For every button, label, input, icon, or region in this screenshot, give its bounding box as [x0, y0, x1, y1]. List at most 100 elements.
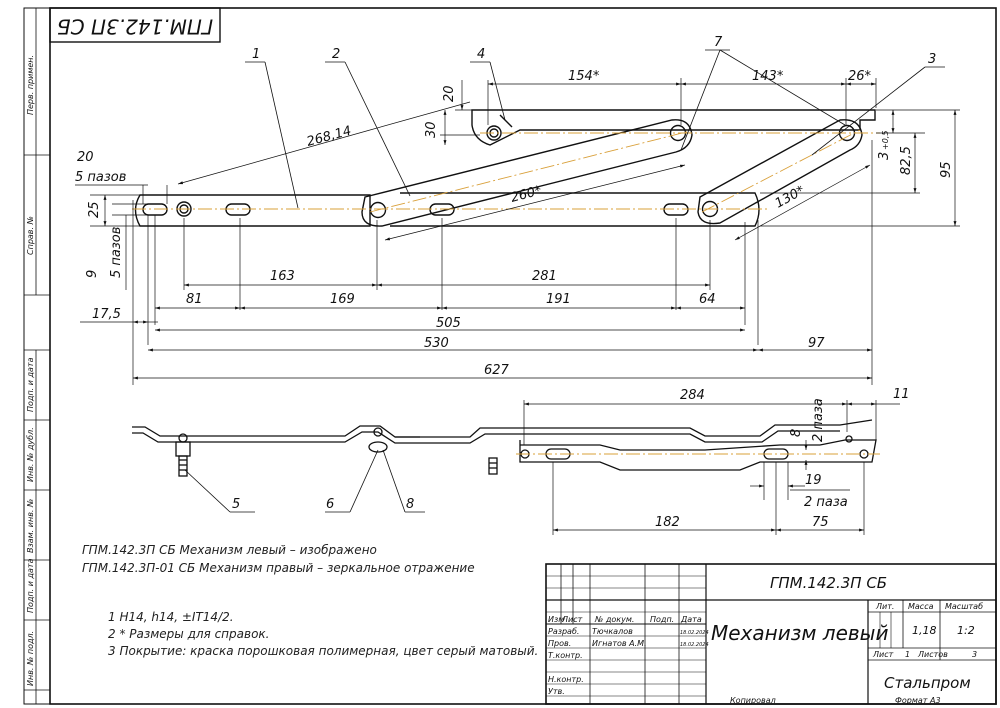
callout-6: 6 — [326, 497, 334, 512]
rotated-stamp: ГПМ.142.3П СБ — [49, 7, 221, 43]
callout-8: 8 — [406, 497, 414, 512]
dim-2-paza-top: 2 паза — [811, 398, 826, 442]
side-view-plate — [519, 439, 877, 471]
dim-505: 505 — [436, 316, 461, 331]
tb-lit: Лит. — [875, 602, 894, 611]
dimension-texts-side: 284 11 8 2 паза 19 2 паза 182 75 — [655, 387, 910, 530]
side-label-perv: Перв. примен. — [26, 55, 35, 115]
slot — [142, 203, 168, 216]
tb-list-label: Лист — [872, 650, 894, 659]
side-label-dubl: Инв. № дубл. — [26, 427, 35, 482]
dim-30: 30 — [424, 121, 439, 138]
title-block-texts: ГПМ.142.3П СБ Механизм левый Стальпром И… — [548, 574, 983, 705]
title-designation: ГПМ.142.3П СБ — [770, 574, 887, 592]
tb-date-1: 18.02.2024 — [680, 630, 709, 636]
dim-627: 627 — [484, 363, 510, 378]
tech-req-2: 2 * Размеры для справок. — [108, 627, 269, 641]
dim-163: 163 — [270, 269, 295, 284]
tb-razrab-name: Тючкалов — [592, 627, 633, 636]
dim-26: 26* — [848, 69, 872, 84]
callout-3: 3 — [928, 52, 936, 67]
dim-8: 8 — [789, 429, 804, 437]
tb-list-value: 1 — [905, 650, 910, 659]
tb-r-razrab: Разраб. — [548, 627, 579, 636]
dim-19: 19 — [805, 473, 822, 488]
dim-5-pazov-top: 5 пазов — [75, 170, 126, 185]
dim-20-left: 20 — [77, 150, 94, 165]
dim-81: 81 — [186, 292, 203, 307]
side-label-podp1: Подп. и дата — [26, 357, 35, 412]
tb-listov-value: 3 — [972, 650, 977, 659]
tb-r-tkontr: Т.контр. — [548, 651, 583, 660]
dim-268: 268,14 — [305, 124, 353, 150]
callout-4: 4 — [477, 47, 485, 62]
side-label-sprav: Справ. № — [26, 216, 35, 255]
slot — [225, 203, 251, 216]
tb-h-list: Лист — [561, 615, 583, 624]
center-lines — [132, 129, 880, 213]
dim-3: 3 — [877, 152, 892, 160]
side-label-vzam: Взам. инв. № — [26, 499, 35, 553]
dim-143: 143* — [752, 69, 784, 84]
tb-massa: Масса — [908, 602, 934, 611]
dim-130: 130* — [773, 183, 808, 212]
dim-154: 154* — [568, 69, 600, 84]
dim-75: 75 — [812, 515, 829, 530]
dim-64: 64 — [699, 292, 716, 307]
dim-191: 191 — [546, 292, 571, 307]
leaders — [184, 49, 945, 513]
tb-kopiroval: Копировал — [730, 696, 776, 705]
part-4-bracket — [471, 109, 876, 146]
side-label-podp2: Подп. и дата — [26, 558, 35, 613]
title-name: Механизм левый — [711, 621, 888, 645]
callout-2: 2 — [332, 47, 340, 62]
side-view-bar-left — [132, 425, 420, 438]
tb-listov-label: Листов — [917, 650, 948, 659]
dim-284: 284 — [680, 388, 705, 403]
title-block — [545, 563, 997, 705]
tb-h-data: Дата — [680, 615, 702, 624]
dimension-lines-top — [75, 78, 960, 385]
part-1-bar — [134, 194, 371, 227]
dim-2-paza-bottom: 2 паза — [804, 495, 848, 510]
dim-82-5: 82,5 — [899, 146, 914, 175]
part-2-link — [361, 119, 693, 227]
dim-5-pazov-left: 5 пазов — [109, 227, 124, 278]
dim-260: 260* — [509, 183, 544, 206]
dim-281: 281 — [532, 269, 557, 284]
dim-25: 25 — [87, 201, 102, 218]
tb-r-utv: Утв. — [548, 687, 565, 696]
callout-1: 1 — [252, 47, 260, 62]
dim-3-tol: +0,5 — [881, 131, 890, 150]
dim-9: 9 — [85, 270, 100, 278]
tb-h-izm: Изм — [548, 615, 564, 624]
tb-format-value: А3 — [929, 696, 941, 705]
slot — [663, 203, 689, 216]
dim-11: 11 — [893, 387, 910, 402]
dim-20-top: 20 — [442, 85, 457, 102]
note-variant-left: ГПМ.142.3П СБ Механизм левый – изображен… — [82, 543, 377, 557]
side-label-inv: Инв. № подл. — [26, 631, 35, 686]
notes: ГПМ.142.3П СБ Механизм левый – изображен… — [82, 543, 538, 658]
tb-format: Формат — [895, 696, 928, 705]
dim-182: 182 — [655, 515, 680, 530]
tb-massa-value: 1,18 — [912, 624, 937, 637]
tb-h-doc: № докум. — [594, 615, 634, 624]
tb-masshtab: Масштаб — [945, 602, 983, 611]
dimension-texts-top: 20 30 154* 143* 26* 268,14 20 5 пазов 25… — [75, 69, 954, 378]
rotated-stamp-text: ГПМ.142.3П СБ — [57, 15, 213, 39]
dim-95: 95 — [939, 161, 954, 178]
dimension-lines-side — [523, 400, 900, 535]
note-variant-right: ГПМ.142.3П-01 СБ Механизм правый – зерка… — [82, 561, 475, 575]
tb-prov-name: Игнатов А.М. — [592, 639, 647, 648]
tb-scale-value: 1:2 — [957, 624, 975, 637]
side-labels: Перв. примен. Справ. № Подп. и дата Инв.… — [26, 55, 35, 686]
tb-h-podp: Подп. — [650, 615, 674, 624]
callout-5: 5 — [232, 497, 240, 512]
tb-r-nkontr: Н.контр. — [548, 675, 584, 684]
tb-date-2: 18.02.2024 — [680, 642, 709, 648]
tb-r-prov: Пров. — [548, 639, 571, 648]
dim-97: 97 — [808, 336, 825, 351]
